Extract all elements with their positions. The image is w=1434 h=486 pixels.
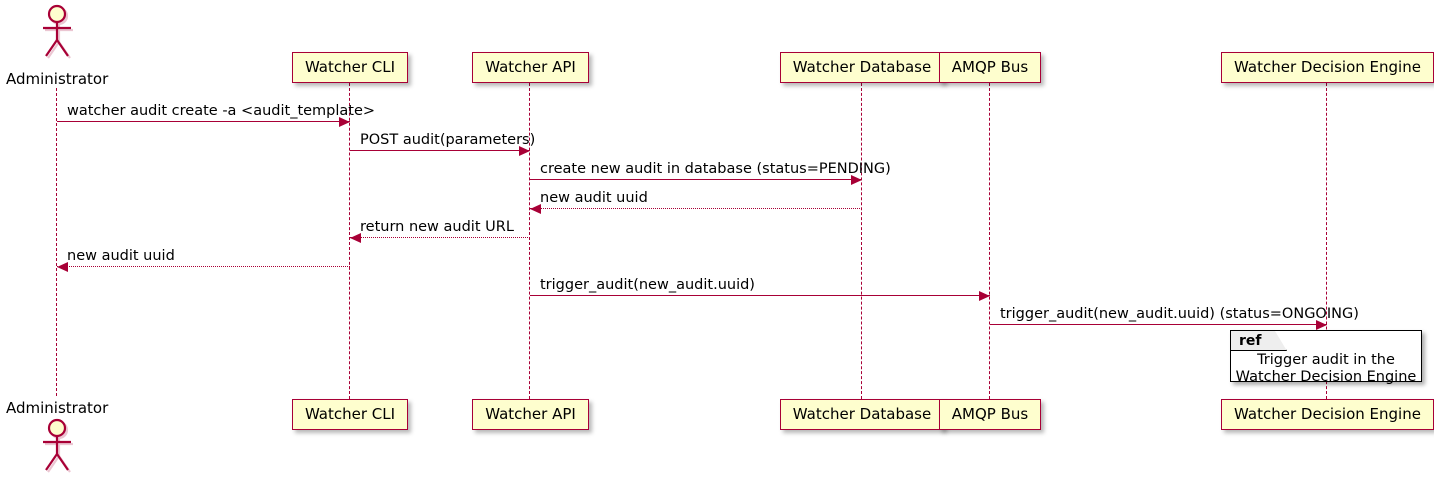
message-label-4: new audit uuid [540,190,648,206]
participant-amqp-bus-bottom[interactable]: AMQP Bus [939,399,1041,430]
ref-fragment-tab: ref [1231,331,1287,351]
lifeline-administrator [56,88,57,396]
arrow-head-5 [350,233,361,243]
message-line-1 [57,121,350,122]
arrow-head-8 [1316,320,1327,330]
participant-label: Watcher Database [792,405,932,423]
arrow-head-4 [530,204,541,214]
participant-watcher-database-top[interactable]: Watcher Database [780,52,944,83]
participant-label: Watcher CLI [304,405,396,423]
participant-label: AMQP Bus [951,405,1029,423]
lifeline-watcher-cli [349,83,350,399]
participant-label: Watcher API [485,405,576,423]
ref-fragment-line: Trigger audit in the [1257,352,1395,368]
lifeline-amqp-bus [989,83,990,399]
arrow-head-1 [339,117,350,127]
message-label-2: POST audit(parameters) [360,132,536,148]
message-line-6 [57,266,350,267]
actor-label-administrator-top: Administrator [6,70,109,88]
participant-watcher-api-bottom[interactable]: Watcher API [472,399,589,430]
ref-fragment-line: Watcher Decision Engine [1235,369,1417,385]
participant-label: Watcher Database [792,58,932,76]
participant-label: Watcher Decision Engine [1234,58,1421,76]
participant-watcher-api-top[interactable]: Watcher API [472,52,589,83]
message-line-2 [350,150,530,151]
message-line-4 [530,208,862,209]
message-label-8: trigger_audit(new_audit.uuid) (status=ON… [1000,306,1359,322]
arrow-head-6 [57,262,68,272]
participant-label: Watcher Decision Engine [1234,405,1421,423]
message-label-6: new audit uuid [67,248,175,264]
message-label-7: trigger_audit(new_audit.uuid) [540,277,755,293]
participant-amqp-bus-top[interactable]: AMQP Bus [939,52,1041,83]
message-line-3 [530,179,862,180]
participant-watcher-decision-engine-top[interactable]: Watcher Decision Engine [1221,52,1434,83]
participant-label: Watcher API [485,58,576,76]
message-label-1: watcher audit create -a <audit_template> [67,103,376,119]
actor-figure-administrator-top [43,4,73,59]
participant-label: Watcher CLI [304,58,396,76]
message-line-7 [530,295,990,296]
arrow-head-7 [979,291,990,301]
lifeline-watcher-api [529,83,530,399]
message-label-5: return new audit URL [360,219,514,235]
arrow-head-3 [851,175,862,185]
message-line-5 [350,237,530,238]
message-label-3: create new audit in database (status=PEN… [540,161,891,177]
participant-watcher-decision-engine-bottom[interactable]: Watcher Decision Engine [1221,399,1434,430]
participant-watcher-cli-top[interactable]: Watcher CLI [292,52,408,83]
lifeline-watcher-database [861,83,862,399]
actor-figure-administrator-bottom [43,418,73,473]
participant-label: AMQP Bus [951,58,1029,76]
message-line-8 [990,324,1327,325]
participant-watcher-database-bottom[interactable]: Watcher Database [780,399,944,430]
lifeline-watcher-decision-engine [1326,83,1327,399]
actor-label-administrator-bottom: Administrator [6,399,109,417]
arrow-head-2 [519,146,530,156]
participant-watcher-cli-bottom[interactable]: Watcher CLI [292,399,408,430]
